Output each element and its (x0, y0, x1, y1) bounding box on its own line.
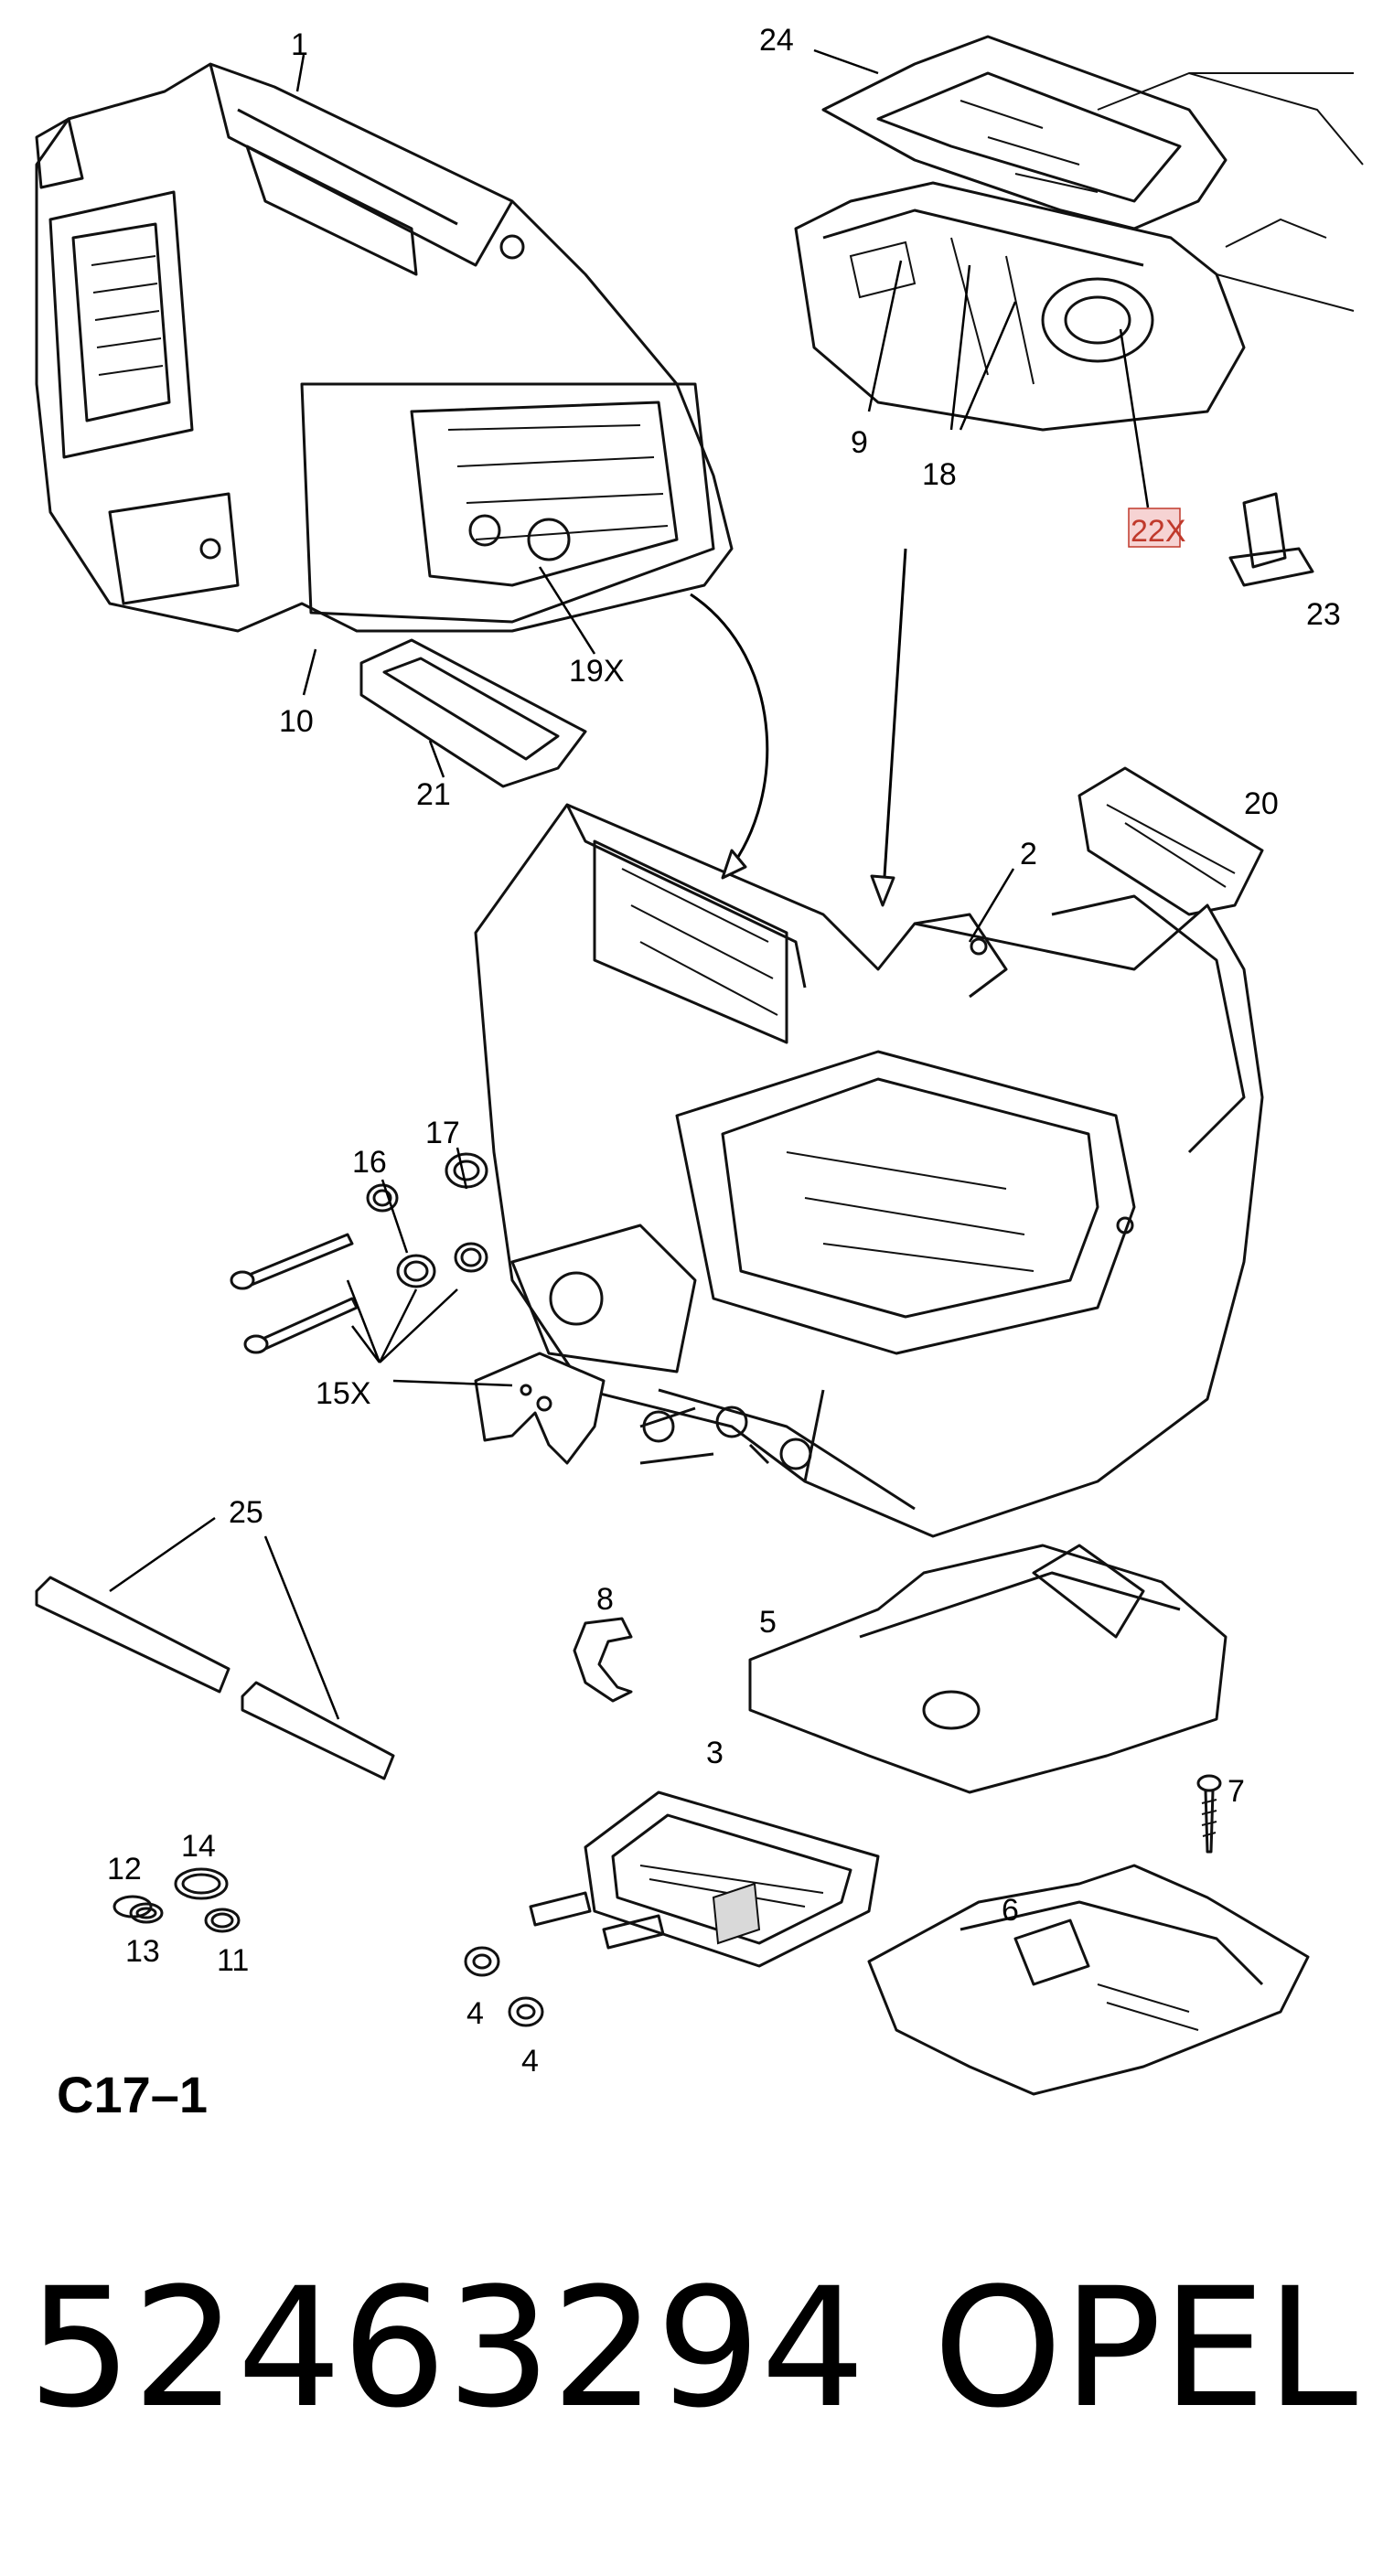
callout-16: 16 (352, 1145, 387, 1180)
small-seals-group (113, 1867, 241, 1933)
callout-2: 2 (1020, 837, 1037, 871)
callout-7: 7 (1228, 1774, 1245, 1809)
callout-3: 3 (706, 1736, 724, 1770)
brand-name: OPEL (933, 2253, 1357, 2444)
callout-21: 21 (416, 777, 451, 812)
callout-10: 10 (279, 704, 314, 739)
callout-4b: 4 (521, 2044, 539, 2079)
part-20-flap (1077, 766, 1264, 916)
part-18-blower-housing (794, 181, 1355, 432)
sheet-label: C17–1 (57, 2066, 208, 2123)
part-24-top-cover (821, 35, 1364, 230)
leader-lines (109, 48, 1150, 1720)
callout-6: 6 (1002, 1893, 1019, 1928)
callout-19x: 19X (569, 654, 625, 689)
callout-22x-highlight (1128, 508, 1181, 548)
part-number: 52463294 (27, 2253, 865, 2444)
callout-5: 5 (759, 1605, 777, 1640)
part-7-screw (1196, 1774, 1222, 1854)
callout-22x: 22X (1131, 514, 1186, 549)
part-5-lower-duct (748, 1544, 1228, 1794)
callout-17: 17 (425, 1116, 460, 1150)
part-25-foam-strips (35, 1576, 395, 1780)
callout-25: 25 (229, 1495, 263, 1530)
part-6-lower-cover (867, 1864, 1310, 2096)
callout-12: 12 (107, 1852, 142, 1887)
part-8-clip (573, 1617, 633, 1703)
callout-11: 11 (217, 1943, 249, 1978)
callout-15x: 15X (316, 1376, 371, 1411)
callout-8: 8 (596, 1582, 614, 1617)
part-1-heater-housing (35, 62, 734, 633)
part-15x-bolts (230, 1233, 606, 1465)
callout-24: 24 (759, 23, 794, 58)
callout-18: 18 (922, 457, 957, 492)
callout-4a: 4 (466, 1996, 484, 2031)
assembly-arrows (690, 548, 907, 907)
callout-labels: 1 24 9 18 22X 23 19X 10 21 20 2 17 16 15… (107, 23, 1341, 2079)
part-3-heater-core (529, 1790, 880, 1968)
part-4-grommets (464, 1946, 544, 2027)
callout-20: 20 (1244, 786, 1279, 821)
callout-23: 23 (1306, 597, 1341, 632)
callout-13: 13 (125, 1934, 160, 1969)
callout-14: 14 (181, 1829, 216, 1864)
callout-1: 1 (291, 27, 308, 62)
part-21-frame (359, 638, 587, 788)
part-2-hvac-module (474, 803, 1264, 1538)
part-23-clip (1228, 492, 1314, 587)
callout-9: 9 (851, 425, 868, 460)
